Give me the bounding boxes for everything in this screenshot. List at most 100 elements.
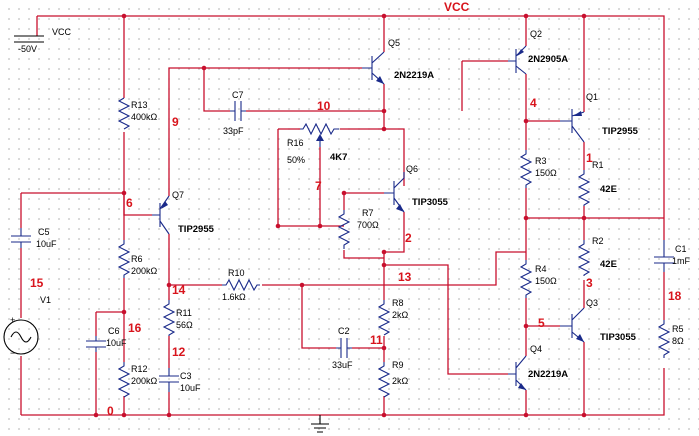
net-13: 13 bbox=[398, 270, 412, 284]
c1-value: 1mF bbox=[672, 256, 691, 266]
r16-setting: 50% bbox=[287, 155, 305, 165]
r16-name: R16 bbox=[287, 138, 304, 148]
r6-symbol bbox=[117, 240, 131, 278]
r7-value: 700Ω bbox=[357, 220, 379, 230]
q5-transistor bbox=[362, 51, 385, 85]
r1-value: 42E bbox=[600, 184, 617, 195]
c5-symbol bbox=[11, 228, 31, 248]
net-1: 1 bbox=[586, 151, 593, 165]
net-11: 11 bbox=[370, 333, 383, 347]
r12-value: 200kΩ bbox=[131, 376, 158, 386]
r8-symbol bbox=[377, 300, 391, 336]
q5-name: Q5 bbox=[388, 38, 400, 48]
net-9: 9 bbox=[172, 115, 179, 129]
ac-source-v1: + − bbox=[3, 315, 39, 358]
r10-symbol bbox=[222, 278, 260, 292]
q7-model: TIP2955 bbox=[178, 224, 215, 235]
q4-transistor bbox=[508, 355, 527, 391]
c7-value: 33pF bbox=[223, 126, 244, 136]
c5-name: C5 bbox=[38, 227, 50, 237]
q1-model: TIP2955 bbox=[602, 126, 639, 137]
r2-name: R2 bbox=[592, 236, 604, 246]
r3-name: R3 bbox=[535, 156, 547, 166]
net-2: 2 bbox=[405, 231, 412, 245]
q1-name: Q1 bbox=[586, 92, 598, 102]
q1-transistor bbox=[560, 109, 585, 143]
component-labels: R13 400kΩ R6 200kΩ R12 200kΩ R11 56Ω R10… bbox=[36, 29, 691, 393]
q7-name: Q7 bbox=[172, 190, 184, 200]
net-15: 15 bbox=[30, 276, 44, 290]
net-18: 18 bbox=[668, 289, 682, 303]
net-12: 12 bbox=[172, 345, 186, 359]
q3-transistor bbox=[560, 307, 585, 343]
r11-name: R11 bbox=[176, 308, 192, 318]
ground-icon bbox=[311, 415, 329, 433]
r4-value: 150Ω bbox=[535, 276, 557, 286]
r1-symbol bbox=[577, 170, 591, 206]
r7-symbol bbox=[337, 210, 351, 249]
q2-transistor bbox=[508, 45, 527, 75]
q5-model: 2N2219A bbox=[394, 70, 434, 81]
c5-value: 10uF bbox=[36, 239, 57, 249]
q3-model: TIP3055 bbox=[600, 332, 637, 343]
q6-name: Q6 bbox=[406, 164, 418, 174]
vcc-source-value: -50V bbox=[18, 44, 37, 54]
r4-symbol bbox=[519, 260, 533, 298]
c6-name: C6 bbox=[108, 326, 120, 336]
r11-symbol bbox=[162, 300, 176, 336]
v1-name: V1 bbox=[40, 295, 51, 305]
c2-value: 33uF bbox=[332, 360, 353, 370]
net-10: 10 bbox=[317, 99, 331, 113]
r13-symbol bbox=[117, 97, 131, 130]
vcc-net-label: VCC bbox=[444, 0, 470, 14]
net-4: 4 bbox=[530, 96, 537, 110]
r9-symbol bbox=[377, 362, 391, 398]
r16-value: 4K7 bbox=[330, 152, 347, 163]
r5-symbol bbox=[657, 320, 671, 358]
svg-text:+: + bbox=[10, 315, 15, 325]
c7-name: C7 bbox=[232, 90, 244, 100]
net-16: 16 bbox=[128, 321, 142, 335]
r3-symbol bbox=[519, 150, 533, 188]
junction-dots bbox=[93, 13, 587, 418]
c6-value: 10uF bbox=[106, 338, 127, 348]
c2-symbol bbox=[336, 338, 352, 358]
c6-symbol bbox=[86, 336, 106, 352]
r5-name: R5 bbox=[672, 324, 684, 334]
c2-name: C2 bbox=[338, 326, 350, 336]
q7-transistor bbox=[152, 195, 170, 235]
q2-name: Q2 bbox=[530, 29, 542, 39]
c3-name: C3 bbox=[180, 371, 192, 381]
r16-symbol bbox=[300, 122, 339, 136]
net-6: 6 bbox=[126, 196, 133, 210]
r13-value: 400kΩ bbox=[131, 112, 158, 122]
q4-model: 2N2219A bbox=[528, 369, 568, 380]
r8-name: R8 bbox=[392, 298, 404, 308]
q6-transistor bbox=[384, 172, 405, 213]
r13-name: R13 bbox=[131, 100, 148, 110]
r6-name: R6 bbox=[131, 254, 143, 264]
r1-name: R1 bbox=[592, 160, 604, 170]
c1-name: C1 bbox=[675, 244, 687, 254]
net-7: 7 bbox=[315, 179, 322, 193]
wires bbox=[20, 15, 665, 416]
capacitors bbox=[11, 101, 674, 392]
r7-name: R7 bbox=[362, 208, 374, 218]
c3-value: 10uF bbox=[180, 383, 201, 393]
r12-name: R12 bbox=[131, 364, 148, 374]
net-3: 3 bbox=[586, 276, 593, 290]
q2-model: 2N2905A bbox=[528, 54, 568, 65]
r4-name: R4 bbox=[535, 264, 547, 274]
vcc-source: VCC -50V bbox=[14, 27, 72, 54]
r11-value: 56Ω bbox=[176, 320, 193, 330]
r9-value: 2kΩ bbox=[392, 376, 409, 386]
r12-symbol bbox=[117, 362, 131, 398]
r5-value: 8Ω bbox=[672, 336, 684, 346]
c7-symbol bbox=[230, 101, 246, 121]
c3-symbol bbox=[159, 368, 179, 392]
q6-model: TIP3055 bbox=[412, 197, 449, 208]
net-0: 0 bbox=[107, 404, 114, 418]
net-labels: 0 1 2 3 4 5 6 7 9 10 11 12 13 14 15 16 1… bbox=[30, 96, 682, 418]
r6-value: 200kΩ bbox=[131, 266, 158, 276]
